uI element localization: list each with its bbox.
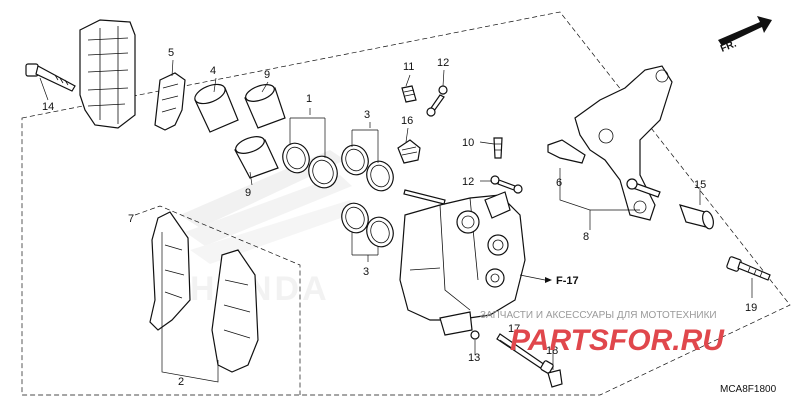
callout-6: 6 [556,177,562,189]
honda-logo-text: HONDA [190,270,330,308]
callout-15: 16 [401,115,413,127]
callout-13: 13 [468,352,480,364]
part-pin-bolt [25,63,76,92]
watermark-tagline: ЗАПЧАСТИ И АКСЕССУАРЫ ДЛЯ МОТОТЕХНИКИ [480,310,717,321]
diagram-code: MCA8F1800 [720,384,777,395]
part-piston-set-bottom [341,202,394,248]
callout-3-bottom: 3 [363,266,369,278]
part-mounting-bolt [726,256,771,281]
part-bracket-pin [626,178,661,198]
part-brake-pad-outer [211,249,259,373]
callout-9-bottom: 9 [245,187,251,199]
part-piston-seal-set [282,142,338,189]
callout-5: 5 [168,47,174,59]
part-sleeve-collar [679,204,714,230]
part-pad-spring [154,72,186,131]
callout-10: 10 [462,137,474,149]
part-caliper-bracket [574,65,673,221]
part-sleeve-4 [194,83,239,133]
part-brake-pad-inner [149,211,191,331]
leader-lines [39,59,753,383]
part-bleeder-valve [401,85,417,103]
callout-2: 2 [178,376,184,388]
part-pad-backing-plate [79,19,136,129]
callout-1: 1 [306,93,312,105]
part-piston-set-top [341,144,394,192]
callout-9-top: 9 [264,69,270,81]
part-caliper-body [399,191,526,336]
callout-11: 11 [403,61,414,73]
callout-18: 19 [745,302,757,314]
callout-8: 8 [583,231,589,243]
part-joint-bolt-mid [490,175,523,194]
part-o-ring-small [470,330,480,340]
callout-3-top: 3 [364,109,370,121]
callout-19: 14 [42,101,54,113]
part-joint-bolt-top [426,85,448,117]
callout-12-top: 12 [437,57,449,69]
pad-group-outline [134,205,301,395]
part-guide-pin [403,189,446,205]
part-bleeder-screw [493,137,503,159]
callout-17: 17 [508,323,520,335]
callout-12-mid: 12 [462,176,474,188]
callout-16: 18 [546,345,558,357]
part-bleeder-cap [397,139,421,164]
callout-4: 4 [210,65,216,77]
part-sleeve-9-top [244,84,286,129]
flow-reference-label: F-17 [556,275,579,287]
watermark-brand: PARTSFOR.RU [510,324,725,357]
callout-7: 7 [128,213,134,225]
callout-14: 15 [694,179,706,191]
assembly-outline [21,11,791,396]
callout-numbers: 14 5 4 9 9 1 3 3 16 11 12 10 12 7 2 6 8 … [42,47,757,388]
part-hanger-pin [496,333,554,374]
part-sleeve-9-bottom [234,136,279,179]
front-direction-badge: FR. [718,16,772,55]
part-plug-cap [547,369,563,388]
part-pad-retainer [547,139,586,164]
